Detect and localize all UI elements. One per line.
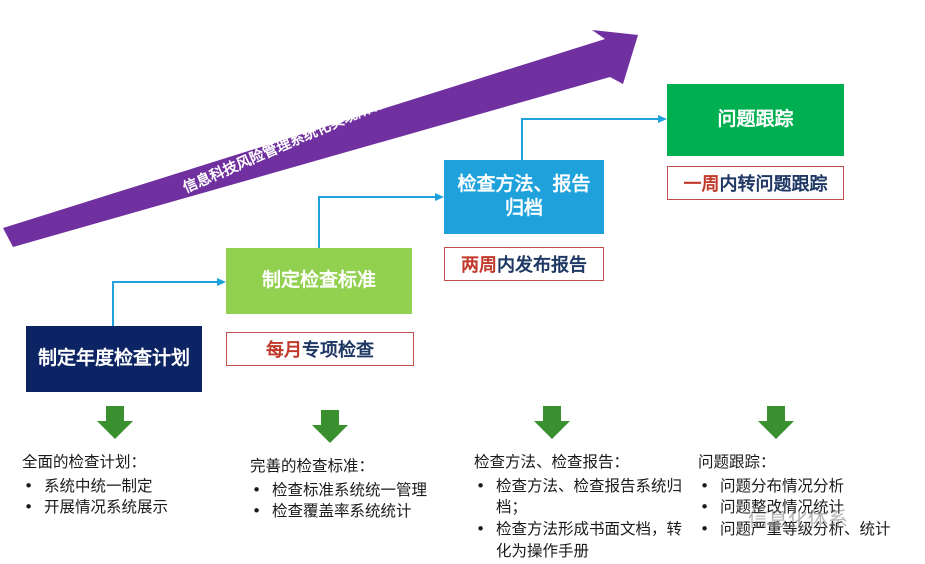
desc-standards-heading: 完善的检查标准： — [250, 457, 375, 475]
tag-biweekly-highlight: 两周 — [461, 255, 497, 276]
connector-1-to-2 — [112, 281, 218, 326]
tag-weekly: 一周内转问题跟踪 — [667, 166, 844, 200]
desc-archive-item: 检查方法、检查报告系统归档； — [474, 476, 688, 519]
step-connectors — [112, 115, 667, 326]
desc-annual-plan-heading: 全面的检查计划： — [22, 453, 147, 471]
down-arrow-3 — [534, 406, 570, 439]
tag-weekly-rest: 内转问题跟踪 — [719, 174, 828, 195]
step-annual-plan-label: 制定年度检查计划 — [37, 347, 190, 370]
down-arrow-4 — [758, 406, 794, 439]
watermark-text: 信息化体系 — [748, 507, 848, 531]
connector-3-to-4 — [521, 118, 659, 160]
connector-2-to-3 — [318, 196, 436, 248]
watermark: 信息化体系 — [748, 503, 848, 532]
step-archive-label: 检查方法、报告归档 — [457, 173, 591, 219]
connector-2-arrowhead — [435, 193, 444, 201]
step-standards-label: 制定检查标准 — [261, 269, 376, 292]
down-arrow-1 — [97, 406, 133, 439]
tag-monthly: 每月专项检查 — [226, 332, 414, 366]
tag-monthly-rest: 专项检查 — [302, 340, 374, 361]
tag-weekly-highlight: 一周 — [683, 174, 720, 195]
down-arrows — [97, 406, 794, 443]
step-tracking-label: 问题跟踪 — [717, 108, 794, 131]
connector-3-arrowhead — [658, 115, 667, 123]
desc-tracking-item: 问题严重等级分析、统计 — [698, 519, 918, 541]
tag-biweekly: 两周内发布报告 — [444, 247, 604, 281]
desc-annual-plan: 全面的检查计划： 系统中统一制定 开展情况系统展示 — [22, 452, 212, 519]
step-standards: 制定检查标准 — [226, 248, 412, 314]
desc-archive-heading: 检查方法、检查报告： — [474, 453, 630, 471]
down-arrow-2 — [312, 410, 348, 443]
desc-tracking-item: 问题分布情况分析 — [698, 476, 918, 498]
desc-archive: 检查方法、检查报告： 检查方法、检查报告系统归档； 检查方法形成书面文档，转化为… — [474, 452, 688, 562]
desc-tracking: 问题跟踪： 问题分布情况分析 问题整改情况统计 问题严重等级分析、统计 — [698, 452, 918, 541]
step-archive: 检查方法、报告归档 — [444, 160, 604, 234]
desc-standards-item: 检查覆盖率系统统计 — [250, 501, 440, 523]
desc-annual-plan-item: 系统中统一制定 — [22, 476, 212, 498]
tag-biweekly-rest: 内发布报告 — [497, 255, 587, 276]
step-annual-plan: 制定年度检查计划 — [26, 326, 202, 392]
desc-tracking-heading: 问题跟踪： — [698, 453, 776, 471]
connector-1-arrowhead — [217, 278, 226, 286]
desc-archive-item: 检查方法形成书面文档，转化为操作手册 — [474, 519, 688, 562]
desc-annual-plan-item: 开展情况系统展示 — [22, 497, 212, 519]
desc-standards-item: 检查标准系统统一管理 — [250, 480, 440, 502]
tag-monthly-highlight: 每月 — [266, 340, 302, 361]
desc-standards: 完善的检查标准： 检查标准系统统一管理 检查覆盖率系统统计 — [250, 456, 440, 523]
desc-tracking-item: 问题整改情况统计 — [698, 497, 918, 519]
step-tracking: 问题跟踪 — [667, 84, 844, 156]
process-arrow-shape — [3, 30, 638, 247]
